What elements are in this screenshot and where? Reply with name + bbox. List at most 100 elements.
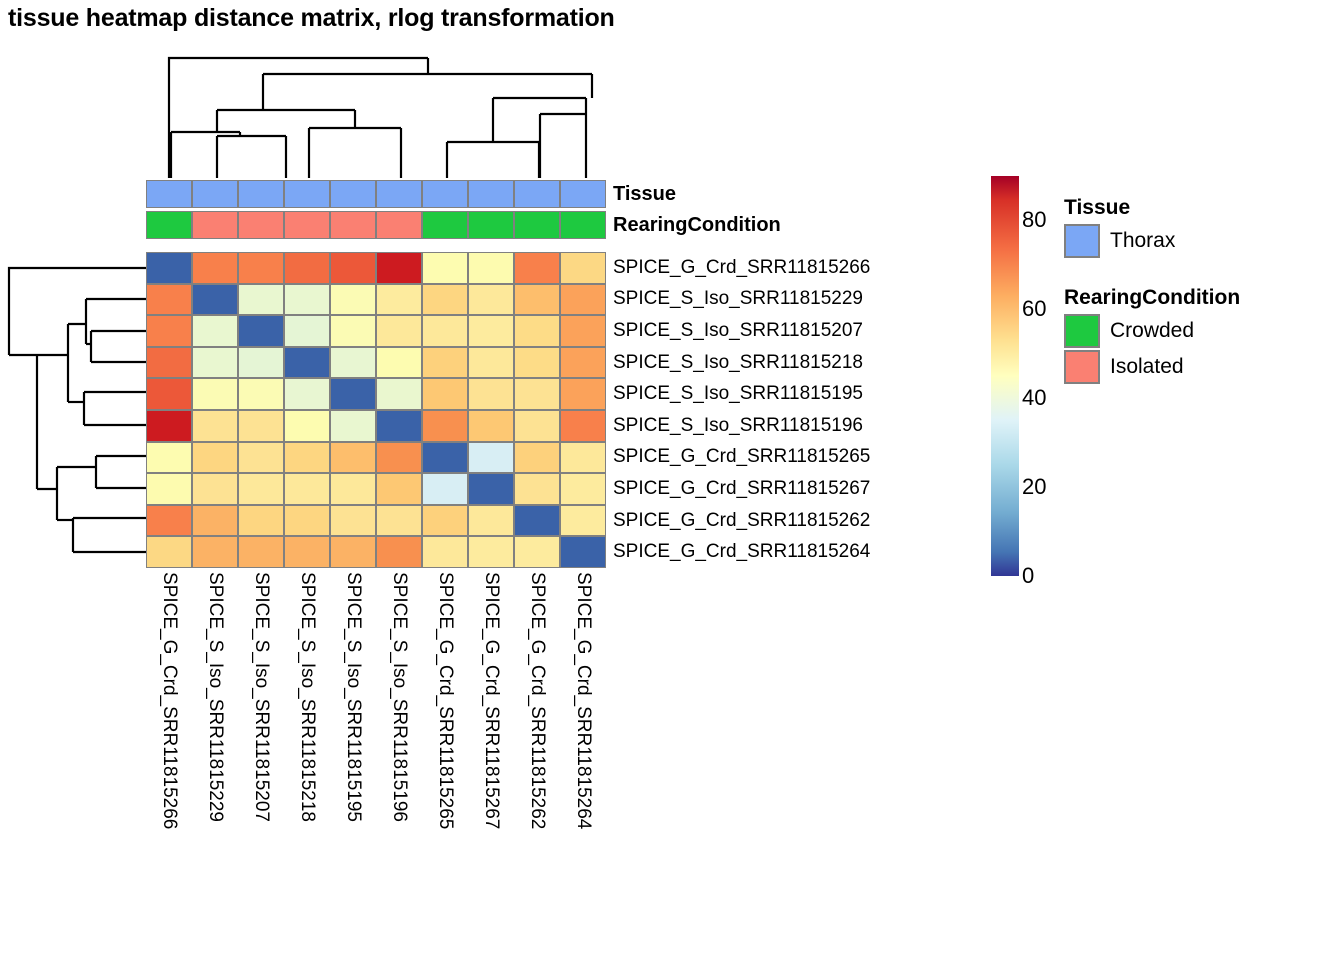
legend-label: Isolated [1110, 355, 1184, 378]
annotation-bar-tissue [146, 180, 606, 208]
heatmap-cell [422, 283, 468, 316]
column-label-slot: SPICE_G_Crd_SRR11815266 [146, 572, 192, 952]
legend-item[interactable]: Isolated [1064, 350, 1184, 384]
annotation-cell-rearingcondition [192, 211, 238, 239]
heatmap-cell [468, 536, 514, 568]
column-label: SPICE_S_Iso_SRR11815218 [297, 572, 318, 822]
row-label: SPICE_G_Crd_SRR11815265 [613, 446, 871, 468]
heatmap-cell [238, 283, 284, 316]
heatmap-cell [376, 346, 422, 379]
heatmap-cell [192, 504, 238, 537]
annotation-cell-tissue [422, 180, 468, 208]
heatmap-cell [330, 283, 376, 316]
heatmap-cell [146, 252, 192, 284]
annotation-cell-tissue [330, 180, 376, 208]
heatmap-cell [376, 283, 422, 316]
column-label-list: SPICE_G_Crd_SRR11815266 SPICE_S_Iso_SRR11… [146, 572, 606, 952]
heatmap-cell [468, 283, 514, 316]
heatmap-cell [330, 473, 376, 505]
heatmap-cell [238, 346, 284, 379]
row-label: SPICE_G_Crd_SRR11815262 [613, 509, 871, 531]
annotation-cell-rearingcondition [146, 211, 192, 239]
heatmap-cell [422, 441, 468, 474]
heatmap-cell [560, 504, 606, 537]
heatmap-cell [560, 441, 606, 474]
annotation-cell-rearingcondition [284, 211, 330, 239]
heatmap-cell [238, 441, 284, 474]
heatmap-cell [146, 536, 192, 568]
heatmap-cell [146, 410, 192, 442]
heatmap-cell [284, 441, 330, 474]
annotation-cell-rearingcondition [514, 211, 560, 239]
column-label-slot: SPICE_S_Iso_SRR11815207 [238, 572, 284, 952]
heatmap-cell [146, 504, 192, 537]
heatmap-cell [146, 473, 192, 505]
heatmap-cell [422, 346, 468, 379]
heatmap-cell [468, 504, 514, 537]
heatmap-cell [192, 315, 238, 347]
heatmap-cell [514, 346, 560, 379]
heatmap-cell [330, 315, 376, 347]
annotation-cell-rearingcondition [422, 211, 468, 239]
heatmap-cell [376, 252, 422, 284]
heatmap-cell [284, 410, 330, 442]
colorbar-gradient [991, 176, 1019, 576]
legend-swatch [1064, 314, 1100, 348]
heatmap-cell [514, 504, 560, 537]
heatmap-cell [376, 315, 422, 347]
heatmap-cell [376, 504, 422, 537]
heatmap-cell [560, 536, 606, 568]
heatmap-cell [192, 252, 238, 284]
column-label: SPICE_G_Crd_SRR11815264 [573, 572, 594, 830]
heatmap-cell [376, 473, 422, 505]
heatmap-cell [330, 410, 376, 442]
legend-swatch [1064, 350, 1100, 384]
column-label-slot: SPICE_G_Crd_SRR11815264 [560, 572, 606, 952]
annotation-cell-tissue [284, 180, 330, 208]
heatmap-cell [330, 346, 376, 379]
annotation-cell-tissue [192, 180, 238, 208]
column-label: SPICE_S_Iso_SRR11815207 [251, 572, 272, 822]
heatmap-cell [146, 441, 192, 474]
heatmap-grid [146, 252, 606, 568]
annotation-cell-tissue [238, 180, 284, 208]
heatmap-cell [560, 252, 606, 284]
annotation-label-tissue: Tissue [613, 183, 676, 205]
row-label: SPICE_G_Crd_SRR11815267 [613, 477, 871, 499]
heatmap-cell [376, 536, 422, 568]
heatmap-cell [422, 315, 468, 347]
colorbar-tick: 60 [1022, 296, 1047, 322]
colorbar [991, 176, 1019, 576]
heatmap-cell [468, 473, 514, 505]
heatmap-cell [146, 346, 192, 379]
heatmap-cell [330, 504, 376, 537]
column-label: SPICE_G_Crd_SRR11815265 [435, 572, 456, 830]
row-label: SPICE_S_Iso_SRR11815218 [613, 351, 863, 373]
heatmap-cell [192, 441, 238, 474]
heatmap-cell [376, 378, 422, 410]
heatmap-cell [238, 536, 284, 568]
column-label-slot: SPICE_S_Iso_SRR11815196 [376, 572, 422, 952]
heatmap-cell [284, 315, 330, 347]
heatmap-cell [468, 410, 514, 442]
colorbar-tick: 20 [1022, 474, 1047, 500]
heatmap-cell [514, 315, 560, 347]
legend-item[interactable]: Crowded [1064, 314, 1194, 348]
legend-label: Thorax [1110, 229, 1176, 252]
legend-item[interactable]: Thorax [1064, 224, 1175, 258]
heatmap-cell [192, 536, 238, 568]
heatmap-cell [284, 536, 330, 568]
heatmap-cell [284, 346, 330, 379]
column-label: SPICE_G_Crd_SRR11815262 [527, 572, 548, 830]
heatmap-cell [468, 378, 514, 410]
heatmap-cell [238, 410, 284, 442]
heatmap-cell [192, 410, 238, 442]
heatmap-cell [422, 473, 468, 505]
annotation-cell-rearingcondition [468, 211, 514, 239]
heatmap-cell [238, 473, 284, 505]
heatmap-cell [330, 378, 376, 410]
heatmap-cell [560, 283, 606, 316]
heatmap-cell [560, 410, 606, 442]
heatmap-cell [560, 315, 606, 347]
